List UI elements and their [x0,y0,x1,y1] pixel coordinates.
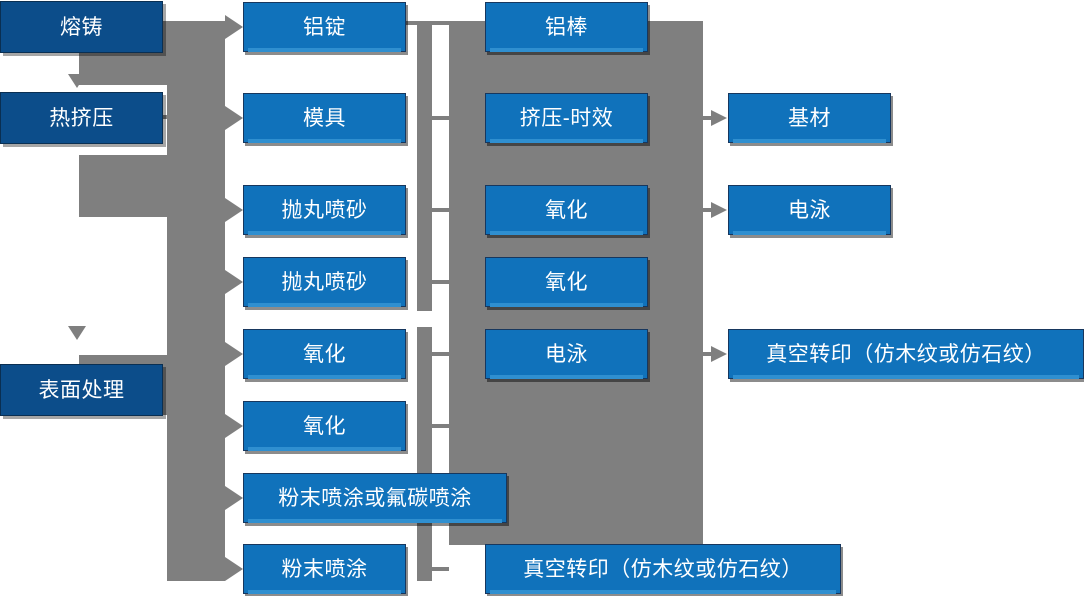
out-extrusion-aging-label: 挤压-时效 [519,106,614,130]
arrowhead-to-powder-coating [225,557,243,581]
final-base-material-label: 基材 [788,106,831,130]
stage-hot-extrusion-label: 热挤压 [49,106,114,130]
stage-surface-treatment-label: 表面处理 [38,378,125,402]
line-to-electrophoresis [703,208,715,212]
arrowhead-to-vacuum-print [711,346,727,362]
final-electrophoresis[interactable]: 电泳 [728,185,891,235]
box-highlight [490,590,836,594]
stub-melt-cast [163,24,171,28]
bus2-left-bar-upper [417,21,432,311]
arrowhead-to-shotblast-2 [225,270,243,294]
box-highlight [248,590,401,594]
bus-right-arrowheads [225,15,243,581]
box-highlight [248,447,401,451]
arrowhead-to-electrophoresis [711,202,727,218]
rung-shotblast-2 [432,280,449,284]
proc-shot-blasting-1[interactable]: 抛丸喷砂 [243,185,406,235]
out-oxidation-1-label: 氧化 [545,198,588,222]
proc-mold[interactable]: 模具 [243,93,406,143]
stage-hot-extrusion[interactable]: 热挤压 [0,92,163,144]
arrowhead-to-powder-fluorocarbon [225,486,243,510]
proc-oxidation-1[interactable]: 氧化 [243,329,406,379]
final-base-material[interactable]: 基材 [728,93,891,143]
arrow-down-extrude-to-surface [68,326,86,340]
out-extrusion-aging[interactable]: 挤压-时效 [485,93,648,143]
proc-powder-coating-label: 粉末喷涂 [281,557,368,581]
rung-ingot-right [432,21,449,25]
proc-powder-or-fluorocarbon[interactable]: 粉末喷涂或氟碳喷涂 [243,473,507,523]
out-oxidation-1[interactable]: 氧化 [485,185,648,235]
arrowhead-to-mold [225,106,243,130]
arrowhead-to-base-material [711,110,727,126]
box-highlight [490,48,643,52]
box-highlight [248,303,401,307]
bus-mid-branch [79,155,225,217]
box-highlight [490,303,643,307]
out-aluminum-rod-label: 铝棒 [545,15,588,39]
proc-aluminum-ingot[interactable]: 铝锭 [243,2,406,52]
line-to-vacuum-print [703,352,715,356]
box-highlight [248,48,401,52]
final-electrophoresis-label: 电泳 [788,198,831,222]
arrow-down-melt-to-extrude [68,74,86,88]
out-electrophoresis[interactable]: 电泳 [485,329,648,379]
box-highlight [733,375,1079,379]
stub-surface-treatment [163,388,171,392]
out-vacuum-transfer-print[interactable]: 真空转印（仿木纹或仿石纹） [485,544,841,594]
final-vacuum-transfer-print-label: 真空转印（仿木纹或仿石纹） [766,342,1046,366]
rung-mold [432,116,449,120]
rung-powder-coating [432,567,449,571]
proc-shot-blasting-2[interactable]: 抛丸喷砂 [243,257,406,307]
out-vacuum-transfer-print-label: 真空转印（仿木纹或仿石纹） [523,557,803,581]
rung-oxidation-2 [432,424,449,428]
box-highlight [490,139,643,143]
rung-oxidation-1 [432,352,449,356]
stage-surface-treatment[interactable]: 表面处理 [0,364,163,416]
proc-powder-or-fluorocarbon-label: 粉末喷涂或氟碳喷涂 [278,486,472,510]
stub-hot-extrusion [163,115,171,119]
proc-mold-label: 模具 [303,106,346,130]
proc-powder-coating[interactable]: 粉末喷涂 [243,544,406,594]
proc-shot-blasting-2-label: 抛丸喷砂 [281,270,368,294]
bus2-left-bar-lower [417,327,432,581]
rung-shotblast-1 [432,208,449,212]
bus-main-vertical [167,21,225,581]
stage-melt-cast-label: 熔铸 [60,15,103,39]
box-highlight [490,231,643,235]
proc-oxidation-2[interactable]: 氧化 [243,401,406,451]
out-aluminum-rod[interactable]: 铝棒 [485,2,648,52]
final-vacuum-transfer-print[interactable]: 真空转印（仿木纹或仿石纹） [728,329,1084,379]
stage-stubs [163,24,171,392]
box-highlight [733,139,886,143]
proc-oxidation-2-label: 氧化 [303,414,346,438]
box-highlight [733,231,886,235]
box-highlight [248,139,401,143]
box-highlight [490,375,643,379]
arrowhead-to-oxidation-2 [225,414,243,438]
output-to-final-arrows [703,110,727,362]
proc-aluminum-ingot-label: 铝锭 [303,15,346,39]
out-electrophoresis-label: 电泳 [545,342,588,366]
line-to-base-material [703,116,715,120]
stage-down-arrowheads [68,74,86,340]
stage-melt-cast[interactable]: 熔铸 [0,1,163,53]
box-highlight [248,375,401,379]
rung-ingot [406,21,417,25]
proc-oxidation-1-label: 氧化 [303,342,346,366]
box-highlight [248,231,401,235]
proc-shot-blasting-1-label: 抛丸喷砂 [281,198,368,222]
box-highlight [248,519,502,523]
out-oxidation-2[interactable]: 氧化 [485,257,648,307]
out-oxidation-2-label: 氧化 [545,270,588,294]
arrowhead-to-ingot [225,15,243,39]
arrowhead-to-oxidation-1 [225,342,243,366]
arrowhead-to-shotblast-1 [225,198,243,222]
